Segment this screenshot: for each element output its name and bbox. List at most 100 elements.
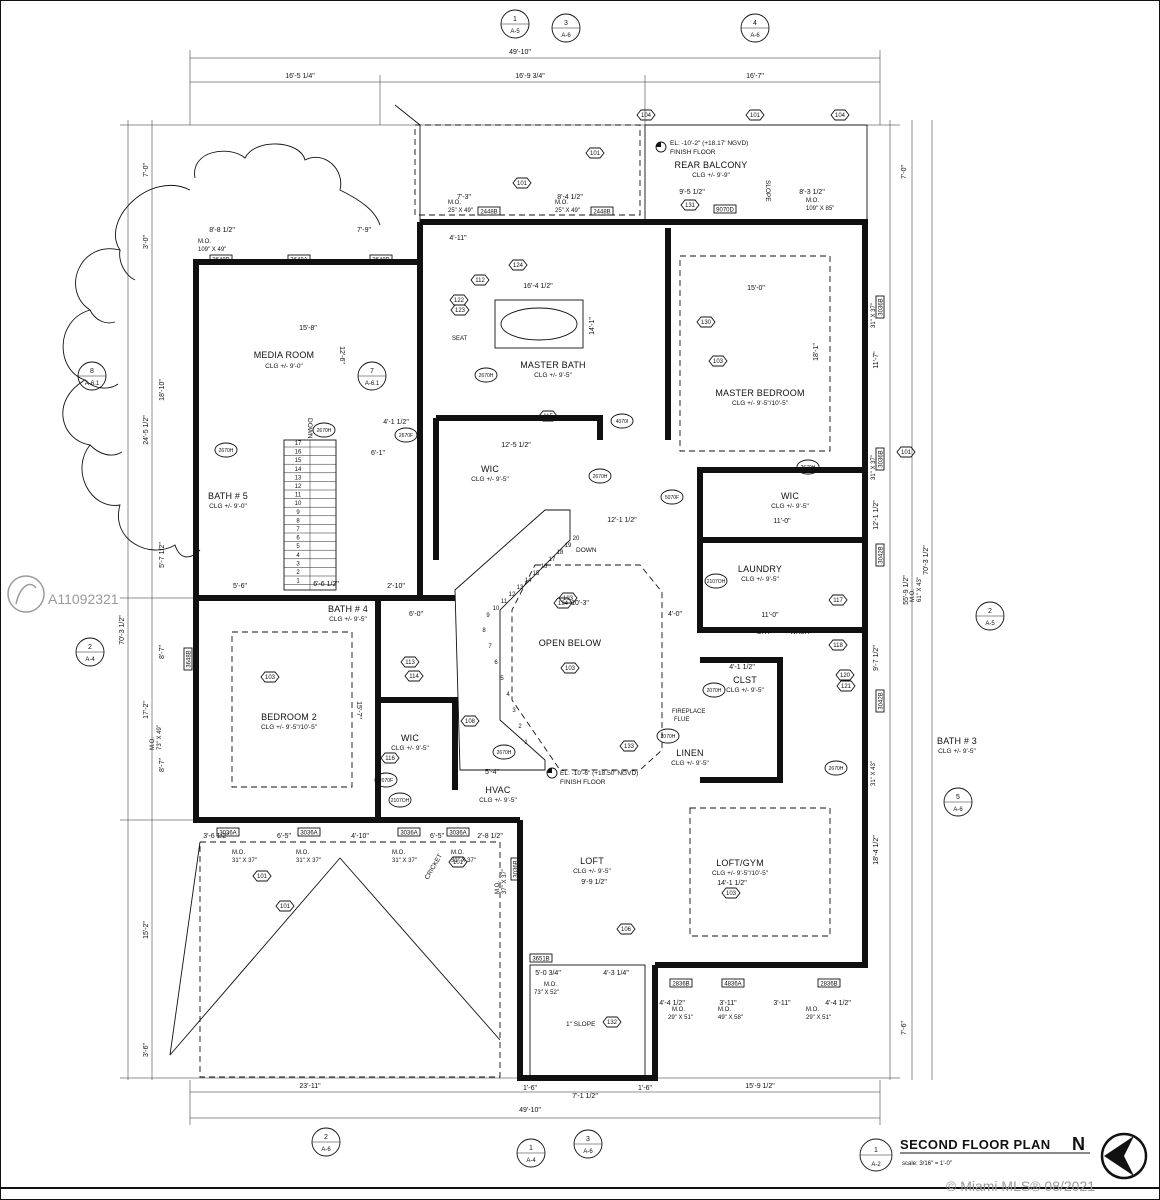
clst-name: CLST [733,675,757,685]
svg-text:3036B: 3036B [879,450,885,467]
svg-text:2'-10": 2'-10" [387,583,405,590]
keynote-tag: 106 [616,923,636,935]
svg-text:8'-8 1/2": 8'-8 1/2" [209,227,235,234]
stair-numbers: 1716151413121110987654321201918171615141… [284,441,580,746]
door-tag-text: 2670H [593,474,608,480]
keynote-tag: 104 [830,109,850,121]
keynote-tag: 131 [680,199,700,211]
keynote-number: 117 [833,598,843,604]
stair-step-number: 15 [295,458,302,464]
svg-text:8'-3 1/2": 8'-3 1/2" [799,189,825,196]
bath4-clg: CLG +/- 9'-5" [329,616,367,623]
rear-balcony-name: REAR BALCONY [675,160,748,170]
stair-step-number: 2 [296,570,300,576]
keynote-number: 101 [517,181,528,187]
svg-text:M.O.: M.O. [910,589,916,602]
svg-text:3648B: 3648B [212,258,229,264]
keynote-tag: 117 [828,594,848,606]
keynote-tag: 101 [512,177,532,189]
svg-text:25" X 49": 25" X 49" [448,208,473,214]
dim-top-seg-2: 16'-9 3/4" [515,73,545,80]
stair-step-number: 20 [573,536,580,542]
keynote-number: 134 [558,601,569,607]
linen-clg: CLG +/- 9'-5" [671,760,709,767]
svg-text:31" X 37": 31" X 37" [871,455,877,480]
dry-label: DRY [757,629,771,636]
svg-text:A-5: A-5 [510,29,520,35]
title-ref-sheet: A-2 [871,1162,881,1168]
keynote-tag: 114 [404,670,424,682]
svg-text:5'-4": 5'-4" [485,769,499,776]
keynote-tag: 104 [636,109,656,121]
svg-text:3042B: 3042B [879,692,885,709]
keynote-tag: 103 [708,355,728,367]
dim-left-small-4: 5'-7 1/2" [159,542,166,568]
stair-step-number: 8 [296,518,300,524]
bath3-clg: CLG +/- 9'-5" [938,748,976,755]
svg-text:3036A: 3036A [219,831,236,837]
finish-floor-top: FINISH FLOOR [670,149,716,156]
keynote-tag: 121 [836,680,856,692]
door-tag-text: 2670H [801,465,816,471]
svg-text:M.O.: M.O. [495,881,501,894]
dim-right-seg-4: 18'-4 1/2" [873,835,880,865]
svg-text:15'-8": 15'-8" [299,325,317,332]
loft-name: LOFT [580,856,604,866]
ceiling-trays [231,255,831,937]
keynote-tag: 101 [252,870,272,882]
dim-top-seg-3: 16'-7" [746,73,764,80]
svg-text:M.O.: M.O. [451,850,464,856]
stair-step-number: 11 [295,493,302,499]
svg-text:M.O.: M.O. [448,200,461,206]
keynote-number: 103 [726,891,737,897]
svg-text:M.O.: M.O. [718,1007,731,1013]
section-markers: 1A-5 3A-6 4A-6 8A-6.1 7A-6.1 2A-4 2A-5 5… [75,9,1005,1168]
svg-text:4'-1 1/2": 4'-1 1/2" [383,419,409,426]
title-block: 1 A-2 SECOND FLOOR PLAN N scale: 3/16" =… [859,1132,1148,1180]
stair-step-number: 6 [494,660,498,666]
door-tag-text: 2107OH [707,579,726,585]
keynote-tag: 108 [460,715,480,727]
dim-left-small-7: 3'-6" [143,1043,150,1057]
fireplace: FIREPLACE [672,709,705,715]
el-top: EL: -10'-2" (+18.17' NGVD) [670,140,748,147]
stair-step-number: 11 [501,599,508,605]
slope-bottom: 1" SLOPE [566,1021,596,1028]
dim-top-seg-1: 16'-5 1/4" [285,73,315,80]
svg-text:37" X 37": 37" X 37" [502,869,508,894]
keynote-tag: 120 [835,669,855,681]
stair-step-number: 1 [524,740,528,746]
svg-text:9'-9 1/2": 9'-9 1/2" [581,879,607,886]
door-tag-text: 4070I [616,419,629,425]
keynote-number: 118 [833,643,843,649]
svg-text:31" X 37": 31" X 37" [451,858,476,864]
flue: FLUE [674,717,689,723]
dim-left-overall: 70'-3 1/2" [119,615,126,645]
svg-text:2'-8 1/2": 2'-8 1/2" [477,833,503,840]
title-ref-num: 1 [874,1147,878,1154]
svg-text:M.O.: M.O. [672,1007,685,1013]
keynote-tag: 116 [380,752,400,764]
dim-left-small-1: 7'-0" [143,163,150,177]
door-tag: 4070I [610,413,634,429]
svg-text:4: 4 [753,20,757,27]
svg-text:M.O.: M.O. [864,773,870,786]
wic-right-clg: CLG +/- 9'-5" [771,503,809,510]
stair-step-number: 16 [541,564,548,570]
door-tag: 2670H [214,442,238,458]
door-tag: 2670H [312,422,336,438]
svg-text:16'-4 1/2": 16'-4 1/2" [523,283,553,290]
stair-step-number: 12 [295,484,302,490]
svg-text:6'-5": 6'-5" [430,833,444,840]
svg-text:3651B: 3651B [532,957,549,963]
loft-clg: CLG +/- 9'-5" [573,868,611,875]
svg-text:4'-1 1/2": 4'-1 1/2" [729,664,755,671]
open-below-name: OPEN BELOW [539,638,602,648]
svg-text:A-6: A-6 [953,807,963,813]
keynote-number: 122 [454,298,465,304]
loft-gym-clg: CLG +/- 9'-5"/10'-5" [712,870,769,877]
keynote-number: 133 [624,744,635,750]
keynote-tag: 101 [585,147,605,159]
keynote-number: 103 [565,666,576,672]
svg-text:5'-6": 5'-6" [233,583,247,590]
